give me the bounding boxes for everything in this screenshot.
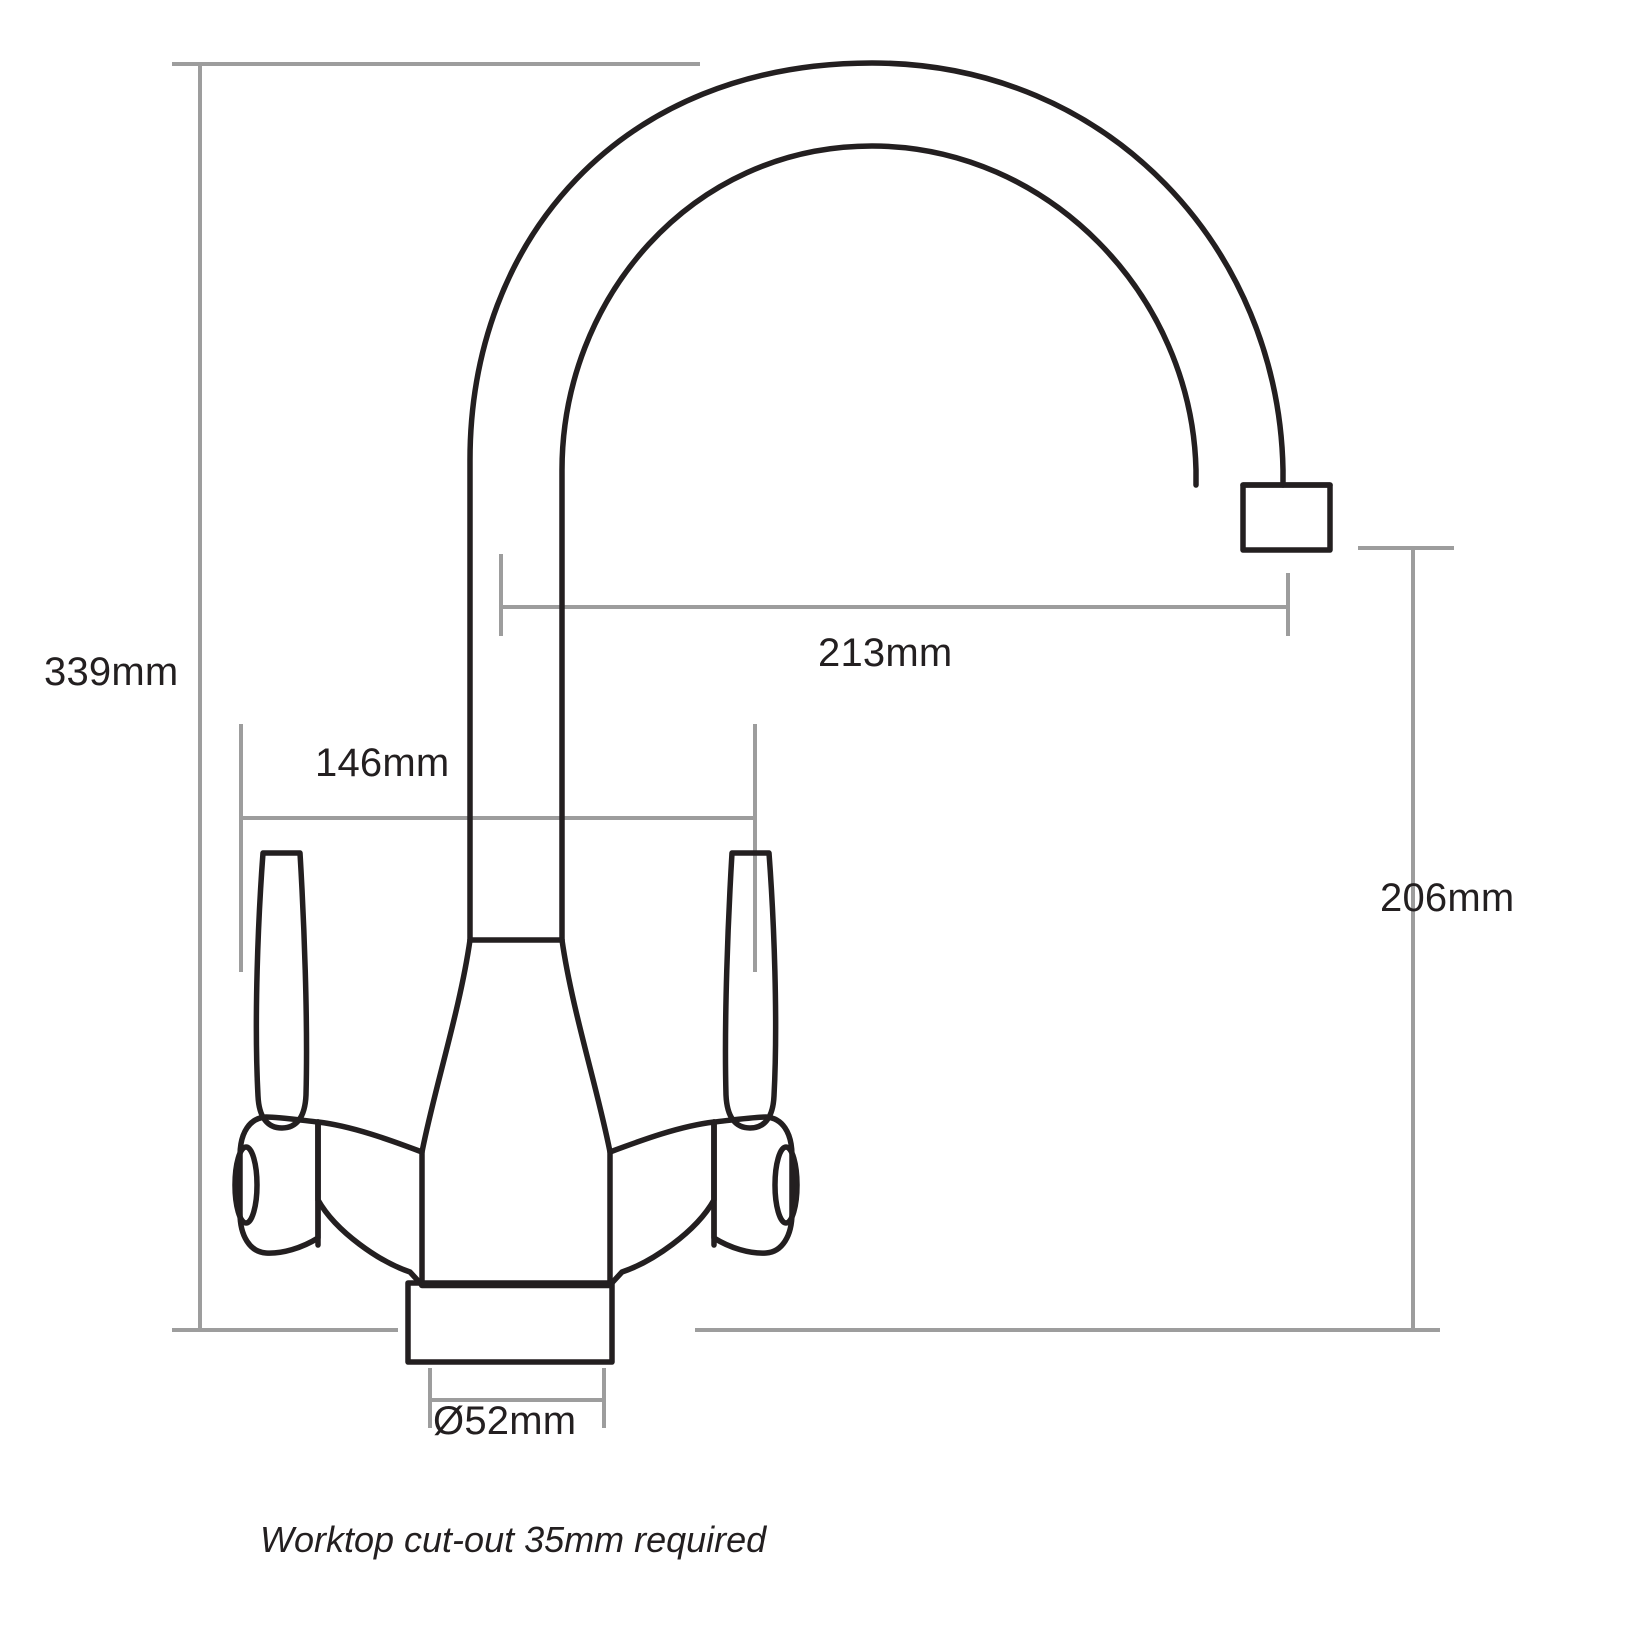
dimension-lines-group	[172, 62, 1454, 1428]
valve-cap-right-end	[772, 1144, 800, 1226]
spout-inner-profile	[559, 143, 1199, 943]
valve-cap-right	[711, 1114, 795, 1256]
valve-shroud-left	[315, 1119, 425, 1288]
tap-outline-group	[232, 60, 1333, 1365]
spout-nozzle-collar	[1240, 482, 1333, 553]
dimension-label-overall-height: 339mm	[44, 650, 179, 694]
spout-outer-profile	[467, 60, 1286, 943]
tap-base-escutcheon	[405, 1280, 615, 1365]
valve-cap-left-end	[232, 1144, 260, 1226]
dimension-label-handle-spread: 146mm	[315, 741, 450, 785]
dimension-label-spout-height: 206mm	[1380, 876, 1515, 920]
dimension-label-base-diameter: Ø52mm	[433, 1399, 577, 1443]
valve-cap-left	[237, 1114, 321, 1256]
body-right-flank	[559, 937, 613, 1288]
dimension-label-spout-reach: 213mm	[818, 631, 953, 675]
body-left-flank	[419, 937, 473, 1288]
lever-handle-right	[722, 850, 779, 1131]
worktop-cutout-note: Worktop cut-out 35mm required	[260, 1519, 767, 1560]
lever-handle-left	[253, 850, 310, 1131]
valve-shroud-right	[607, 1119, 717, 1288]
